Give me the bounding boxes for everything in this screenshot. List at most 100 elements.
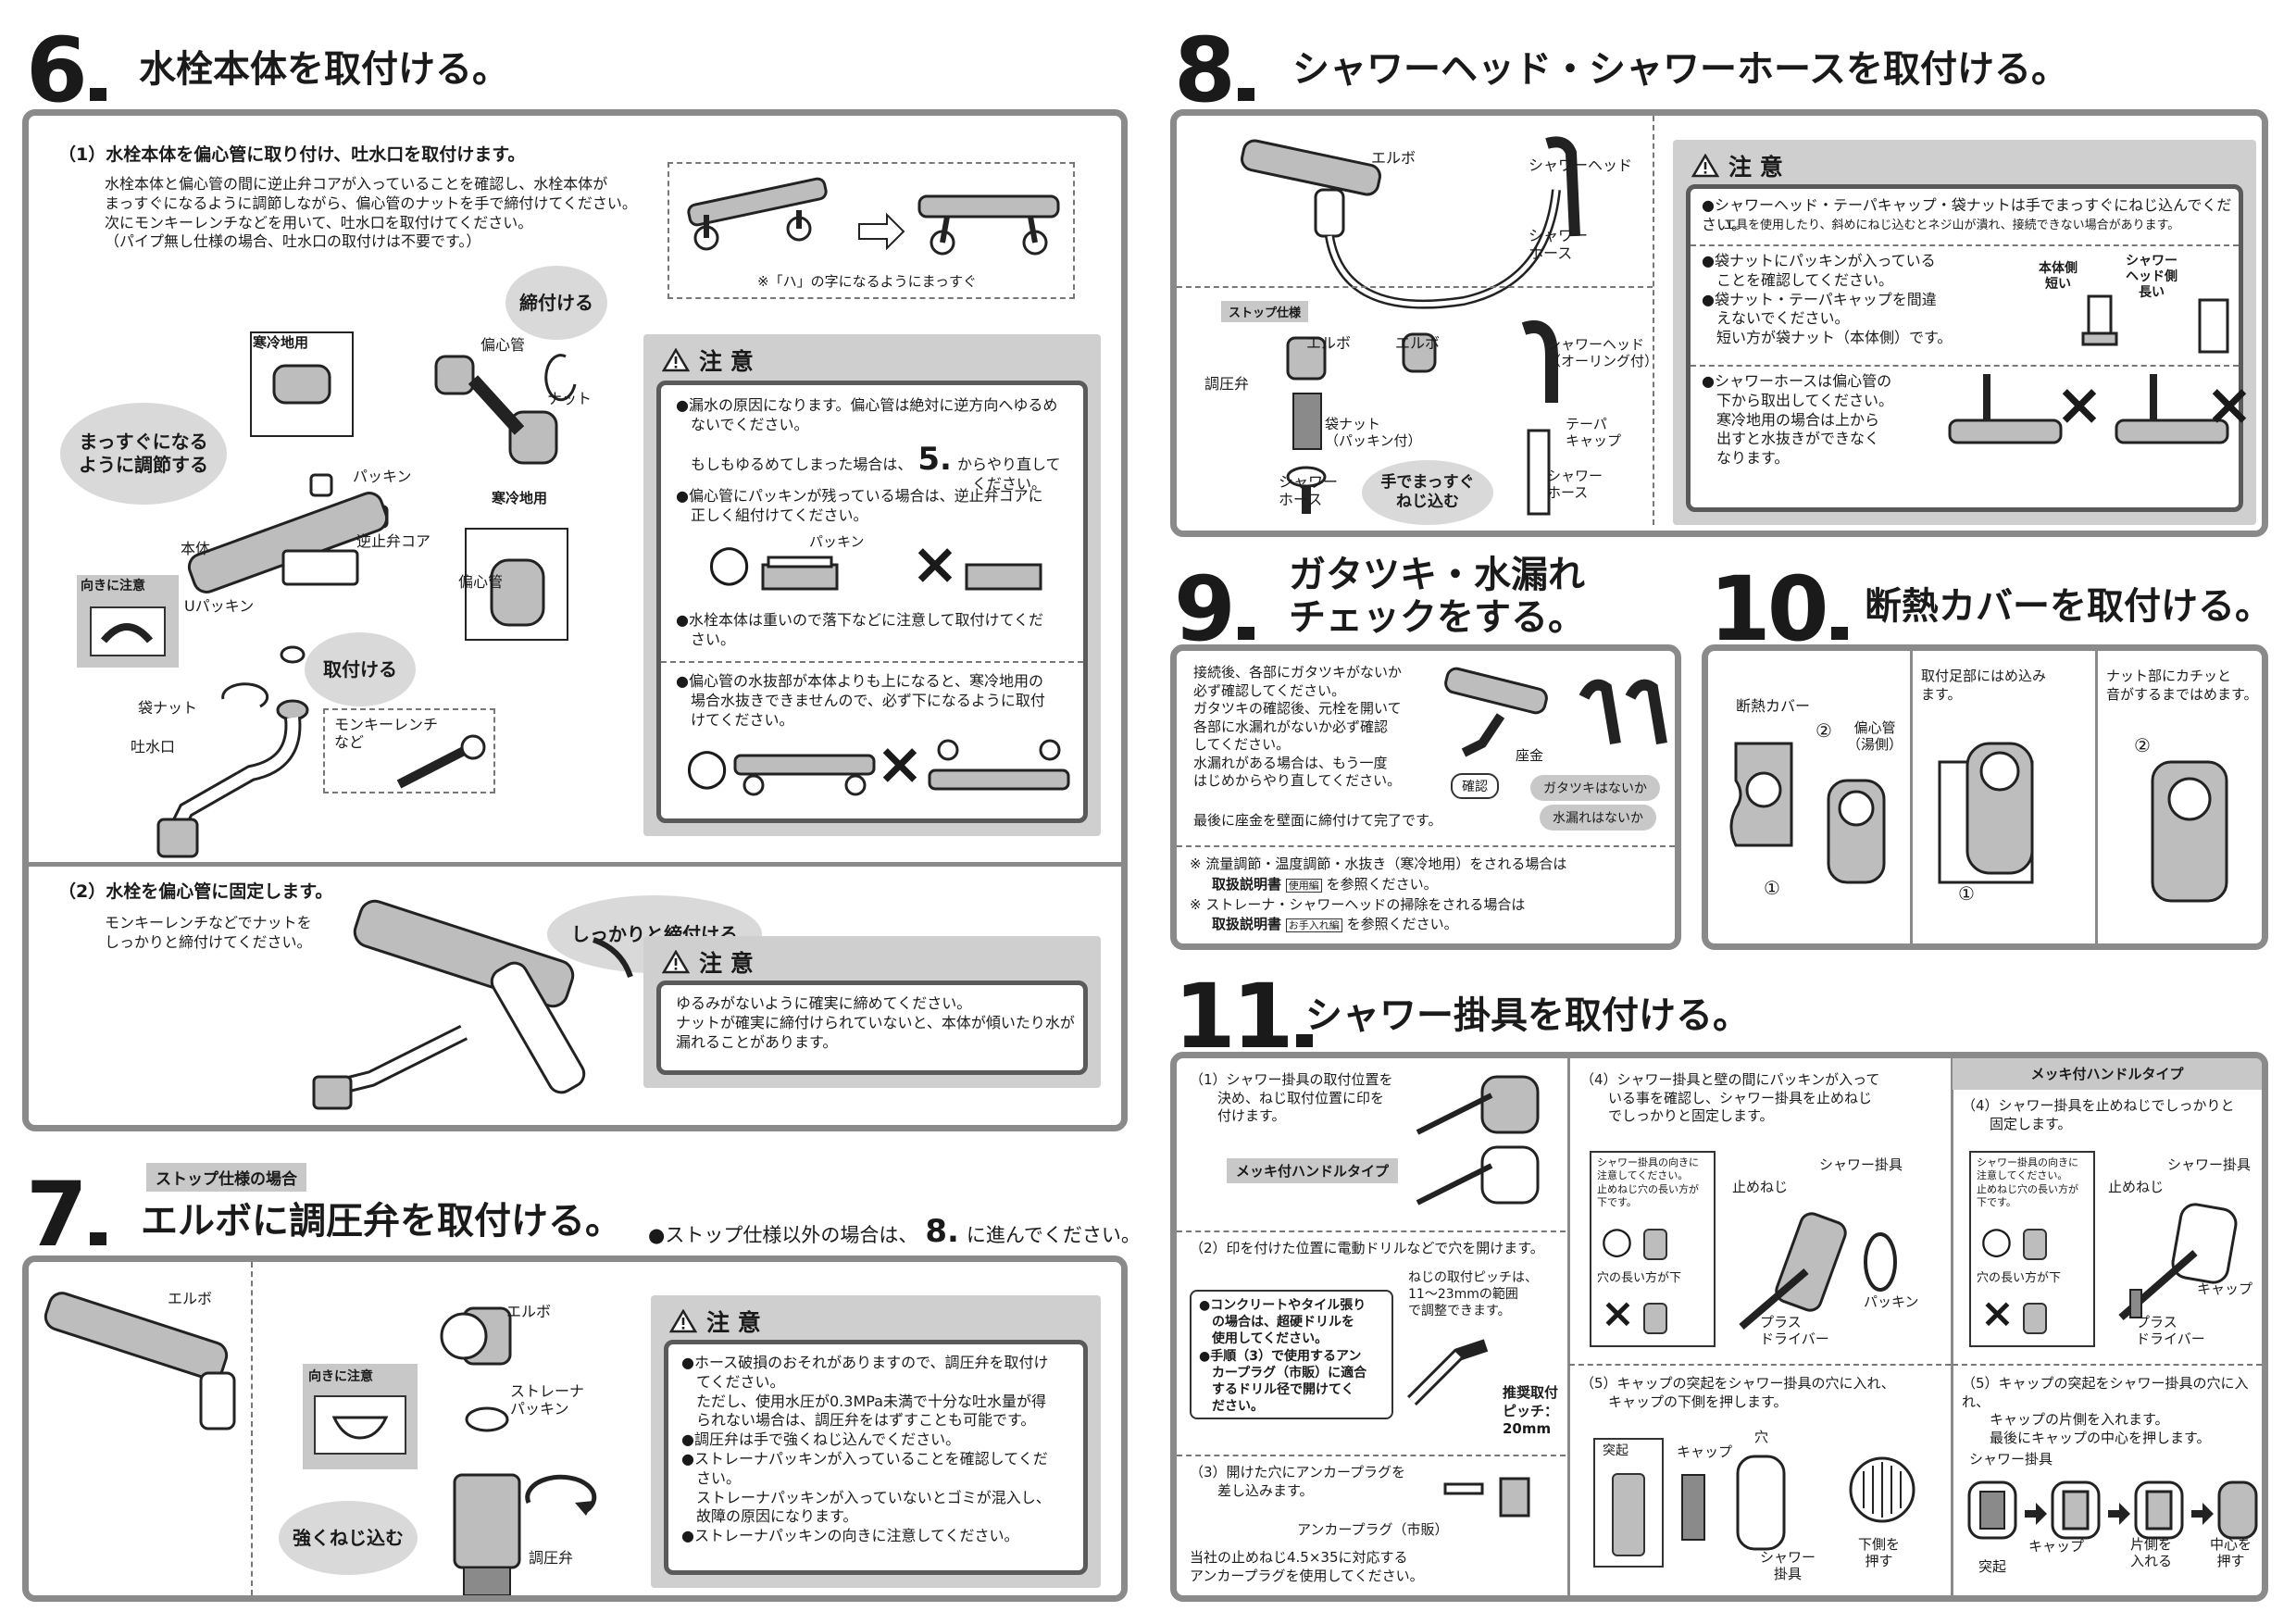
check-illustration	[1444, 667, 1667, 757]
section-7-title: エルボに調圧弁を取付ける。	[141, 1200, 622, 1243]
s9-text2: 最後に座金を壁面に締付けて完了です。	[1193, 812, 1442, 829]
s11-p2-box: ●コンクリートやタイル張り の場合は、超硬ドリルを 使用してください。 ●手順（…	[1199, 1298, 1367, 1415]
s9-note2-badge: お手入れ編	[1285, 918, 1342, 933]
section-11-number: 11	[1174, 972, 1313, 1061]
ng-mark-8a: ×	[2055, 370, 2103, 438]
section-11-title: シャワー掛具を取付ける。	[1305, 994, 1750, 1037]
label-tokki: 突起	[1603, 1443, 1628, 1458]
section-7-number: 7	[26, 1170, 106, 1259]
label-packing: パッキン	[353, 468, 412, 485]
nut-length-illustration	[2081, 294, 2229, 354]
monkey-box: モンキーレンチ など	[323, 708, 495, 793]
label-ana: 穴	[1754, 1429, 1769, 1445]
hachi-diagram-box: ※「ハ」の字になるようにまっすぐ	[668, 162, 1075, 299]
s11-p5m: （5）キャップの突起をシャワー掛具の穴に入れ、 キャップの片側を入れます。 最後…	[1962, 1375, 2249, 1446]
label-strainer: ストレーナ パッキン	[510, 1382, 585, 1418]
section-7-note-num: 8.	[925, 1213, 959, 1250]
s11-p1: （1）シャワー掛具の取付位置を 決め、ねじ取付位置に印を 付けます。	[1190, 1071, 1393, 1124]
faucet-body-illustration	[156, 331, 577, 858]
c2-mark-1: ②	[1816, 719, 1832, 742]
drill-icon	[1407, 1339, 1489, 1405]
label-cover: 断熱カバー	[1736, 697, 1811, 715]
s11-p4: （4）シャワー掛具と壁の間にパッキンが入って いる事を確認し、シャワー掛具を止め…	[1580, 1071, 1880, 1124]
s11-p3-label: アンカープラグ（市販）	[1297, 1521, 1449, 1538]
section-9-title: ガタツキ・水漏れ チェックをする。	[1289, 554, 1585, 639]
mark-position-mekki-illustration	[1416, 1145, 1540, 1206]
label-monkey: モンキーレンチ など	[334, 716, 439, 752]
ng-mark-11b: ×	[1980, 1290, 2015, 1337]
label-fukuro: 袋ナット	[138, 699, 198, 717]
s11-p2: （2）印を付けた位置に電動ドリルなどで穴を開けます。	[1190, 1240, 1544, 1256]
wrench-icon	[396, 734, 486, 789]
caution-title-6b: 注 意	[699, 950, 754, 977]
section-8-panel: エルボ シャワーヘッド シャワー ホース ストップ仕様 エルボ エルボ 調圧弁 …	[1170, 109, 2268, 537]
s9-note2: ※ ストレーナ・シャワーヘッドの掃除をされる場合は	[1190, 895, 1526, 913]
caution-box-6b: 注 意 ゆるみがないように確実に締めてください。 ナットが確実に締付けられていな…	[643, 936, 1101, 1088]
ng-mark-8b: ×	[2205, 370, 2253, 438]
step1-heading: （1）水栓本体を偏心管に取り付け、吐水口を取付けます。	[58, 144, 526, 165]
caution-6-1: ●漏水の原因になります。偏心管は絶対に逆方向へゆるめ ないでください。	[676, 396, 1058, 433]
label-tokki-b: 突起	[1978, 1558, 2007, 1575]
section-6-title: 水栓本体を取付ける。	[139, 48, 509, 91]
label-tomeneji-a: 止めねじ	[1732, 1179, 1789, 1195]
label-plus-b: プラス ドライバー	[2136, 1314, 2205, 1347]
label-henshin-10: 偏心管 （湯側）	[1847, 719, 1903, 753]
label-push-bottom: 下側を 押す	[1858, 1536, 1901, 1569]
section-11-panel: （1）シャワー掛具の取付位置を 決め、ねじ取付位置に印を 付けます。 メッキ付ハ…	[1170, 1052, 2268, 1602]
cap-steps-illustration	[1967, 1480, 2258, 1540]
caution-6-1b-pre: もしもゆるめてしまった場合は、	[676, 456, 913, 473]
caution-6-1b-post: からやり直して ください。	[956, 456, 1061, 493]
cloud-tighten: 締付ける	[505, 266, 607, 340]
hachi-note: ※「ハ」の字になるようにまっすぐ	[757, 273, 977, 290]
section-10-number: 10	[1709, 565, 1848, 654]
u-packing-icon	[100, 623, 154, 643]
label-nut: ナット	[547, 390, 593, 407]
label-kakegu-b: シャワー 掛具	[1760, 1549, 1816, 1582]
hanger-screw-illustration	[1739, 1212, 1897, 1330]
label-fukuro-8: 袋ナット （パッキン付）	[1325, 416, 1422, 449]
caution-box-6a: 注 意 ●漏水の原因になります。偏心管は絶対に逆方向へゆるめ ないでください。 …	[643, 334, 1101, 836]
c2-mark-2: ②	[2134, 734, 2151, 756]
label-elbow-7a: エルボ	[168, 1290, 213, 1307]
label-tomeneji-b: 止めねじ	[2108, 1179, 2165, 1195]
caution-8-1: ●シャワーヘッド・テーパキャップ・袋ナットは手でまっすぐにねじ込んでください。	[1702, 196, 2232, 233]
label-side: 片側を 入れる	[2130, 1536, 2173, 1569]
ok-mark-11b: ○	[1980, 1219, 2013, 1262]
s11-p2-pitch: ねじの取付ピッチは、 11～23mmの範囲 で調整できます。	[1408, 1270, 1538, 1319]
s11-p3: （3）開けた穴にアンカープラグを 差し込みます。	[1190, 1464, 1406, 1499]
valve-assembly-illustration	[440, 1306, 521, 1595]
s9-note2-manual: 取扱説明書	[1212, 916, 1282, 933]
ng-mark-1: ×	[911, 530, 959, 597]
warning-icon	[1691, 153, 1720, 178]
drain-ok-ng-illustration	[733, 739, 1070, 796]
s9-note1: ※ 流量調節・温度調節・水抜き（寒冷地用）をされる場合は	[1190, 856, 1567, 872]
rotate-arrow-icon	[525, 1474, 597, 1516]
warning-icon	[668, 1308, 698, 1333]
stop-assembly-illustration	[1286, 320, 1558, 516]
label-elbow-8b: エルボ	[1306, 334, 1352, 352]
insulation-cover-illustration	[1729, 742, 1886, 884]
label-upacking: Uパッキン	[184, 597, 255, 615]
caution-7: ●ホース破損のおそれがありますので、調圧弁を取付け てください。 ただし、使用水…	[681, 1354, 1051, 1545]
label-hose-8b: シャワー ホース	[1279, 473, 1339, 509]
s9-note2-ref: を参照ください。	[1346, 916, 1458, 933]
label-center: 中心を 押す	[2210, 1536, 2252, 1569]
label-taper: テーパ キャップ	[1566, 416, 1622, 449]
label-elbow-8a: エルボ	[1371, 149, 1416, 167]
label-kakegu-a: シャワー掛具	[1819, 1156, 1903, 1173]
step2-heading: （2）水栓を偏心管に固定します。	[58, 881, 333, 902]
caution-6-1b-num: 5.	[917, 441, 952, 478]
s11-p4-box: シャワー掛具の向きに 注意してください。 止めねじ穴の長い方が 下です。	[1597, 1156, 1699, 1208]
label-kanrei-1: 寒冷地用	[253, 334, 309, 351]
pill-leak: 水漏れはないか	[1540, 805, 1656, 831]
label-cap-c: キャップ	[2028, 1538, 2085, 1555]
caution-6-3: ●水栓本体は重いので落下などに注意して取付けてくだ さい。	[676, 611, 1044, 648]
s11-p5: （5）キャップの突起をシャワー掛具の穴に入れ、 キャップの下側を押します。	[1580, 1375, 1895, 1410]
faucet-adjust-illustration	[687, 177, 1060, 256]
caution-box-7: 注 意 ●ホース破損のおそれがありますので、調圧弁を取付け てください。 ただし…	[651, 1295, 1101, 1588]
caution-8-3: ●シャワーホースは偏心管の 下から取出してください。 寒冷地用の場合は上から 出…	[1702, 372, 1894, 468]
label-zagane: 座金	[1516, 747, 1544, 764]
strainer-packing-icon	[331, 1416, 389, 1440]
s11-p4m-long: 穴の長い方が下	[1977, 1271, 2062, 1285]
muki-box: 向きに注意	[77, 575, 179, 668]
